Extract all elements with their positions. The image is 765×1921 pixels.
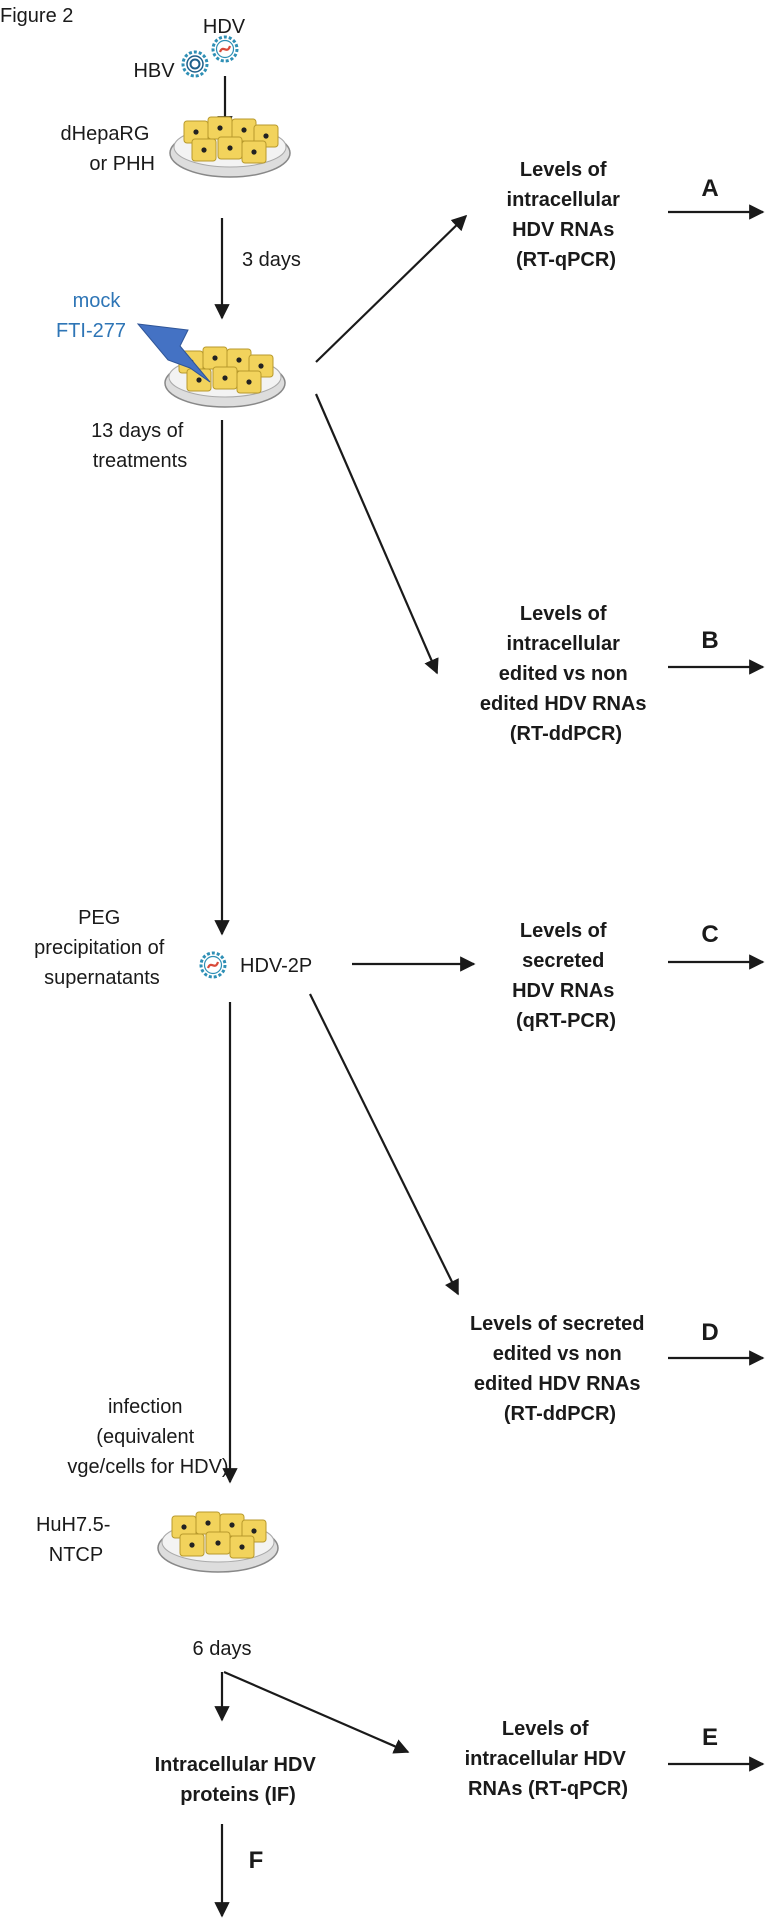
treatment-fti: FTI-277 [56, 320, 126, 342]
step2-line: treatments [93, 450, 187, 472]
figure-label: Figure 2 [0, 5, 73, 27]
arrow-to-b [314, 393, 439, 675]
readout-b-text: Levels of intracellular edited vs non ed… [480, 603, 652, 745]
readout-d-line: Levels of secreted [470, 1313, 645, 1335]
hdv-label: HDV [203, 16, 246, 38]
step1-label: 3 days [242, 249, 301, 271]
readout-d-line: edited HDV RNAs [474, 1373, 641, 1395]
readout-e-line: Levels of [502, 1718, 589, 1740]
hdv-2p-virus-icon [199, 951, 227, 979]
readout-b-line: Levels of [520, 603, 607, 625]
proteins-line: proteins (IF) [180, 1784, 296, 1806]
culture-dish-icon [158, 1512, 278, 1572]
treatment-mock: mock [73, 290, 122, 312]
infection-label: infection (equivalent vge/cells for HDV) [67, 1396, 228, 1478]
cells1-label: dHepaRG or PHH [61, 123, 156, 175]
step2-label: 13 days of treatments [91, 420, 189, 472]
readout-a-line: (RT-qPCR) [516, 249, 616, 271]
peg-label: PEG precipitation of supernatants [34, 907, 170, 989]
readout-b-line: edited vs non [499, 663, 628, 685]
cells2-line: HuH7.5- [36, 1514, 110, 1536]
peg-line: precipitation of [34, 937, 165, 959]
step2-line: 13 days of [91, 420, 184, 442]
readout-e-line: intracellular HDV [465, 1748, 627, 1770]
readout-d-text: Levels of secreted edited vs non edited … [470, 1313, 650, 1425]
panel-d-letter: D [701, 1319, 718, 1346]
readout-a-text: Levels of intracellular HDV RNAs (RT-qPC… [507, 159, 626, 271]
culture-dish-icon [170, 117, 290, 177]
cells2-line: NTCP [49, 1544, 103, 1566]
hdv-virus-icon [211, 35, 239, 63]
readout-a-line: HDV RNAs [512, 219, 614, 241]
readout-c-line: HDV RNAs [512, 980, 614, 1002]
infection-line: infection [108, 1396, 183, 1418]
hbv-virus-icon [181, 50, 209, 78]
readout-e-text: Levels of intracellular HDV RNAs (RT-qPC… [465, 1718, 632, 1800]
step3-label: 6 days [193, 1638, 252, 1660]
arrow-to-e [223, 1670, 410, 1754]
readout-b-line: intracellular [507, 633, 621, 655]
panel-e-letter: E [702, 1724, 718, 1751]
readout-c-line: (qRT-PCR) [516, 1010, 616, 1032]
readout-c-line: secreted [522, 950, 604, 972]
lightning-bolt-icon [136, 323, 211, 383]
hbv-label: HBV [133, 60, 175, 82]
virus-label: HDV-2P [240, 955, 312, 977]
panel-a-letter: A [701, 175, 718, 202]
readout-b-line: (RT-ddPCR) [510, 723, 622, 745]
peg-line: PEG [78, 907, 120, 929]
cells2-label: HuH7.5- NTCP [36, 1514, 116, 1566]
proteins-label: Intracellular HDV proteins (IF) [155, 1754, 322, 1806]
cells1-line: or PHH [89, 153, 155, 175]
readout-c-text: Levels of secreted HDV RNAs (qRT-PCR) [512, 920, 620, 1032]
panel-f-letter: F [249, 1847, 264, 1874]
peg-line: supernatants [44, 967, 160, 989]
panel-b-letter: B [701, 627, 718, 654]
readout-c-line: Levels of [520, 920, 607, 942]
arrow-to-a [315, 214, 468, 363]
arrow-to-d [309, 993, 459, 1296]
infection-line: vge/cells for HDV) [67, 1456, 228, 1478]
panel-c-letter: C [701, 921, 718, 948]
readout-a-line: Levels of [520, 159, 607, 181]
infection-line: (equivalent [96, 1426, 194, 1448]
proteins-line: Intracellular HDV [155, 1754, 317, 1776]
readout-d-line: edited vs non [493, 1343, 622, 1365]
treatment-label: mock FTI-277 [56, 290, 126, 342]
readout-e-line: RNAs (RT-qPCR) [468, 1778, 628, 1800]
readout-d-line: (RT-ddPCR) [504, 1403, 616, 1425]
cells1-line: dHepaRG [61, 123, 150, 145]
readout-a-line: intracellular [507, 189, 621, 211]
readout-b-line: edited HDV RNAs [480, 693, 647, 715]
